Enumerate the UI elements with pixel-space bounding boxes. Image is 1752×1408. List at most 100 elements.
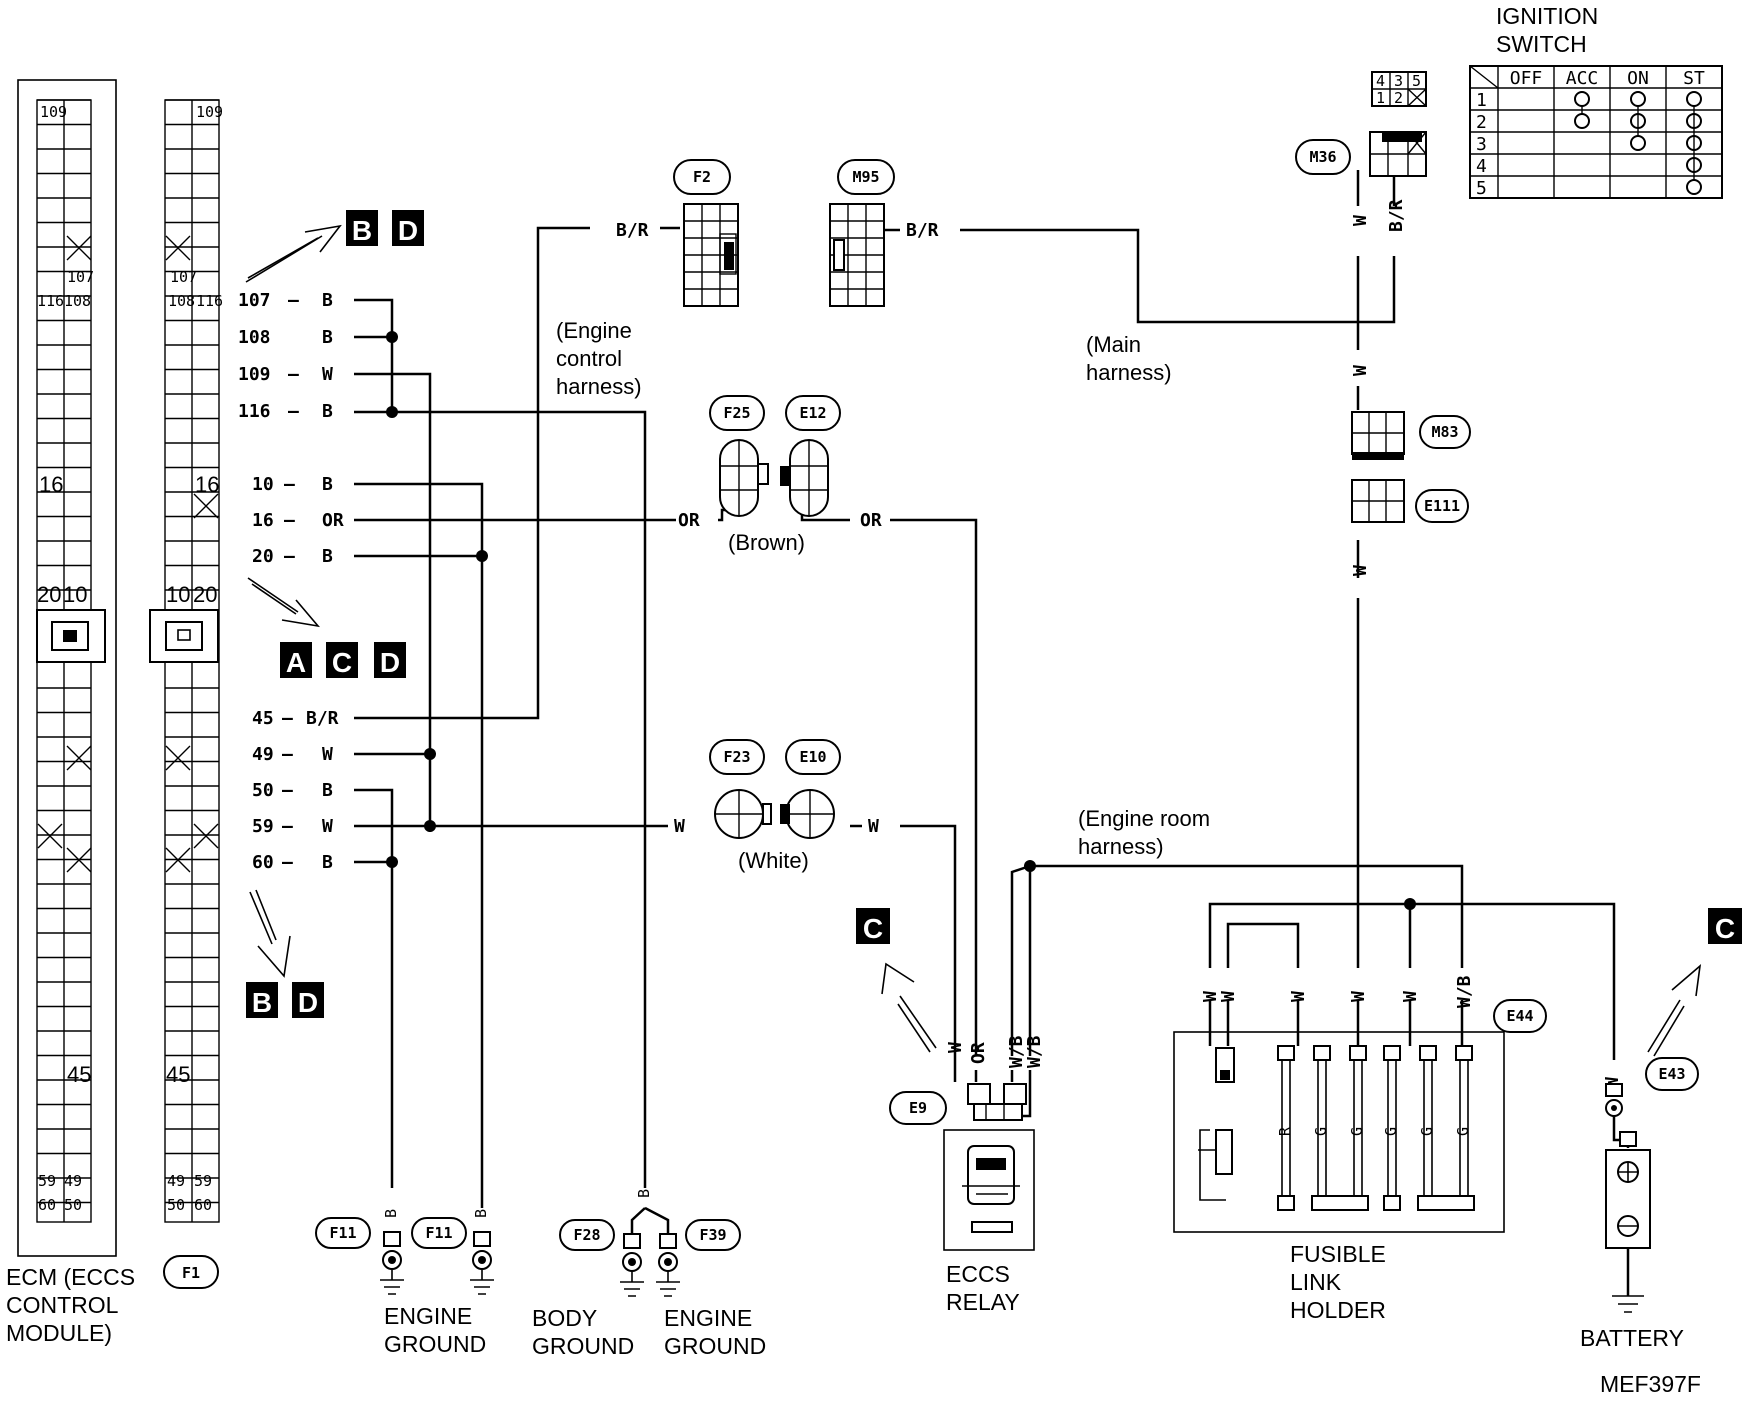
svg-text:R: R — [1276, 1126, 1294, 1136]
splice-dots — [386, 331, 1416, 910]
svg-text:F39: F39 — [699, 1226, 726, 1244]
svg-text:B: B — [472, 1209, 490, 1218]
svg-text:(Engine: (Engine — [556, 318, 632, 343]
svg-text:108: 108 — [238, 327, 271, 348]
svg-text:B/R: B/R — [1386, 199, 1407, 232]
svg-text:—: — — [284, 474, 295, 495]
svg-text:109: 109 — [238, 364, 271, 385]
connector-f25-e12: F25 E12 (Brown) — [709, 395, 841, 555]
svg-text:C: C — [1715, 913, 1735, 944]
ground-f11-left: B F11 — [315, 1209, 404, 1295]
white-label: (White) — [738, 848, 809, 873]
svg-text:W: W — [1350, 365, 1371, 376]
svg-text:C: C — [332, 647, 352, 678]
svg-text:W: W — [1200, 991, 1221, 1002]
svg-text:3: 3 — [1394, 72, 1403, 90]
svg-text:50: 50 — [252, 780, 274, 801]
svg-text:harness): harness) — [1078, 834, 1164, 859]
svg-text:M36: M36 — [1309, 148, 1336, 166]
svg-text:W/B: W/B — [1024, 1035, 1045, 1068]
svg-text:60: 60 — [252, 852, 274, 873]
svg-text:W: W — [674, 816, 685, 837]
svg-text:F25: F25 — [723, 404, 750, 422]
ecm-pin-label: 59 — [194, 1172, 212, 1190]
ignition-column-header: ON — [1627, 68, 1649, 89]
svg-text:W: W — [322, 816, 333, 837]
svg-text:116: 116 — [238, 401, 271, 422]
svg-text:harness): harness) — [1086, 360, 1172, 385]
svg-text:2: 2 — [1394, 89, 1403, 107]
ignition-row-label: 2 — [1476, 112, 1487, 133]
ignition-row-label: 5 — [1476, 178, 1487, 199]
svg-text:B: B — [635, 1189, 653, 1198]
svg-text:W: W — [1350, 215, 1371, 226]
ecm-pin-label: 20 — [37, 582, 61, 607]
svg-text:B: B — [322, 401, 333, 422]
ecm-pin-label: 45 — [166, 1062, 190, 1087]
svg-text:F2: F2 — [693, 168, 711, 186]
svg-text:G: G — [1312, 1127, 1330, 1136]
body-ground-label: BODY — [532, 1305, 597, 1331]
svg-text:IGNITION: IGNITION — [1496, 3, 1598, 29]
svg-text:—: — — [284, 510, 295, 531]
svg-text:W: W — [1400, 991, 1421, 1002]
body-ground-label: GROUND — [532, 1333, 634, 1359]
ecm-pin-label: 45 — [67, 1062, 91, 1087]
ecm-pin-label: 60 — [38, 1196, 56, 1214]
svg-text:B: B — [352, 215, 372, 246]
svg-text:E9: E9 — [909, 1099, 927, 1117]
svg-text:49: 49 — [252, 744, 274, 765]
ecm-pin-label: 109 — [40, 103, 67, 121]
svg-text:M83: M83 — [1431, 423, 1458, 441]
svg-text:C: C — [863, 913, 883, 944]
svg-text:F1: F1 — [182, 1264, 200, 1282]
connector-m83-e111: W M83 E111 W — [1350, 365, 1471, 576]
engine-ground-label: ENGINE — [664, 1305, 752, 1331]
svg-text:D: D — [380, 647, 400, 678]
ignition-column-header: ACC — [1566, 68, 1599, 89]
svg-text:B: B — [322, 327, 333, 348]
engine-ground-label: GROUND — [384, 1331, 486, 1357]
svg-text:G: G — [1454, 1127, 1472, 1136]
svg-text:—: — — [282, 852, 293, 873]
svg-text:G: G — [1348, 1127, 1366, 1136]
ignition-column-header: ST — [1683, 68, 1705, 89]
svg-text:W/B: W/B — [1454, 975, 1475, 1008]
badge-group-bd-bottom: B D — [246, 889, 324, 1018]
svg-text:—: — — [282, 708, 293, 729]
ecm-pin-label: 20 — [193, 582, 217, 607]
svg-text:W: W — [1218, 991, 1239, 1002]
inline-wire-labels: B/R B/R OR OR W W — [616, 220, 939, 837]
svg-text:10: 10 — [252, 474, 274, 495]
engine-ground-label: GROUND — [664, 1333, 766, 1359]
svg-text:B: B — [252, 987, 272, 1018]
wire-labels-mid: 10—B 16—OR 20—B — [252, 474, 344, 567]
ecm-pin-label: 60 — [194, 1196, 212, 1214]
svg-text:OR: OR — [322, 510, 344, 531]
connector-label-f1: F1 — [163, 1255, 219, 1289]
badge-c-right: C — [1647, 908, 1742, 1057]
svg-text:F11: F11 — [425, 1224, 452, 1242]
connector-m95: M95 — [829, 159, 895, 307]
badge-group-bd-top: B D — [245, 210, 424, 283]
ecm-connector: 109 109 107 107 116 108 108 116 16 16 20… — [17, 79, 223, 1257]
svg-text:G: G — [1382, 1127, 1400, 1136]
ignition-row-label: 4 — [1476, 156, 1487, 177]
svg-text:107: 107 — [238, 290, 271, 311]
engine-ground-label: ENGINE — [384, 1303, 472, 1329]
svg-text:(Engine room: (Engine room — [1078, 806, 1210, 831]
ground-f11-right: B F11 — [411, 1209, 494, 1295]
ecm-pin-label: 10 — [166, 582, 190, 607]
ecm-pin-label: 108 — [168, 292, 195, 310]
svg-text:E44: E44 — [1506, 1007, 1533, 1025]
svg-text:RELAY: RELAY — [946, 1289, 1020, 1315]
svg-text:E111: E111 — [1424, 497, 1460, 515]
svg-text:B: B — [382, 1209, 400, 1218]
svg-text:B/R: B/R — [306, 708, 339, 729]
svg-text:D: D — [298, 987, 318, 1018]
svg-text:OR: OR — [678, 510, 700, 531]
figure-id: MEF397F — [1600, 1371, 1701, 1397]
svg-text:LINK: LINK — [1290, 1269, 1342, 1295]
